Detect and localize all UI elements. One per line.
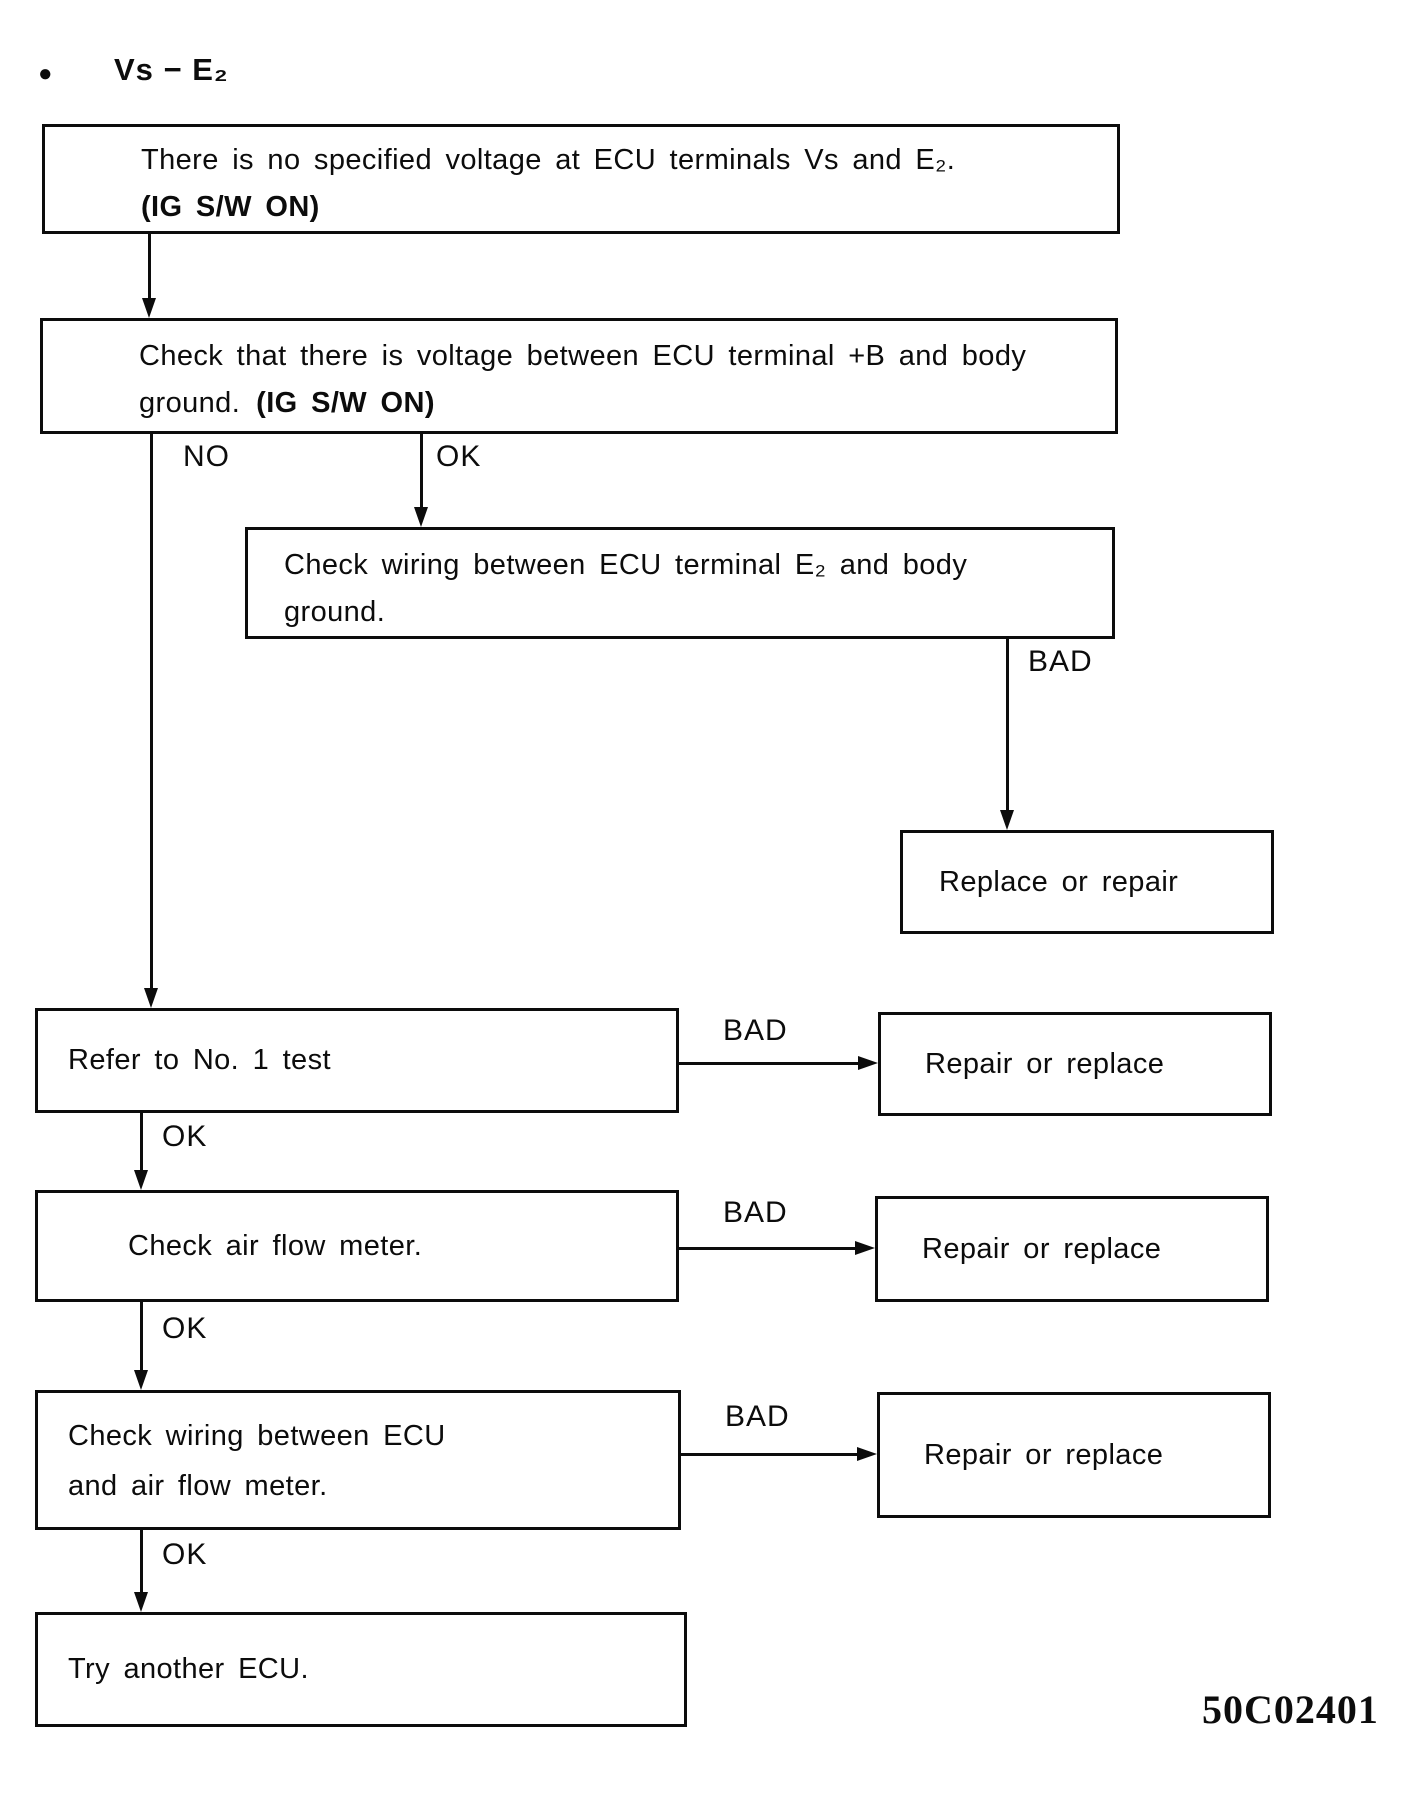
node-refer-no1-test: Refer to No. 1 test: [35, 1008, 679, 1113]
edge-ok3-line: [140, 1302, 143, 1372]
node-check-e2-wiring-line1: Check wiring between ECU terminal E₂ and…: [284, 549, 968, 581]
node-check-e2-wiring: Check wiring between ECU terminal E₂ and…: [245, 527, 1115, 639]
edge-no-head: [144, 988, 158, 1008]
edge-ok4-line: [140, 1530, 143, 1594]
edge-ok2-line: [140, 1113, 143, 1172]
edge-label-bad3: BAD: [723, 1196, 788, 1229]
node-check-afm-wiring-line2: and air flow meter.: [68, 1470, 328, 1502]
node-problem: There is no specified voltage at ECU ter…: [42, 124, 1120, 234]
page-title: Vs − E₂: [114, 52, 229, 87]
node-check-plus-b-line1: Check that there is voltage between ECU …: [139, 340, 1027, 372]
edge-label-no: NO: [183, 440, 230, 473]
edge-label-ok1: OK: [436, 440, 482, 473]
arrow-problem-to-checkb-head: [142, 298, 156, 318]
edge-label-bad2: BAD: [723, 1014, 788, 1047]
edge-ok1-line: [420, 434, 423, 509]
node-problem-line1: There is no specified voltage at ECU ter…: [141, 144, 956, 176]
node-check-plus-b-line2: ground. (IG S/W ON): [139, 380, 1097, 427]
node-repair-or-replace-2-text: Repair or replace: [922, 1232, 1162, 1265]
edge-ok4-head: [134, 1592, 148, 1612]
node-check-afm-wiring: Check wiring between ECU and air flow me…: [35, 1390, 681, 1530]
node-replace-or-repair-text: Replace or repair: [939, 865, 1179, 898]
edge-ok1-head: [414, 507, 428, 527]
edge-label-ok2: OK: [162, 1120, 208, 1153]
node-check-plus-b-line2-text: ground.: [139, 387, 241, 419]
edge-bad1-line: [1006, 639, 1009, 812]
node-check-plus-b-note: (IG S/W ON): [256, 387, 435, 419]
edge-bad1-head: [1000, 810, 1014, 830]
edge-bad4-line: [681, 1453, 859, 1456]
edge-label-ok3: OK: [162, 1312, 208, 1345]
edge-label-bad1: BAD: [1028, 645, 1093, 678]
edge-bad2-line: [679, 1062, 860, 1065]
node-try-another-ecu-text: Try another ECU.: [68, 1653, 309, 1685]
node-try-another-ecu: Try another ECU.: [35, 1612, 687, 1727]
arrow-problem-to-checkb-line: [148, 233, 151, 300]
node-repair-or-replace-1-text: Repair or replace: [925, 1047, 1165, 1080]
edge-label-bad4: BAD: [725, 1400, 790, 1433]
node-check-air-flow-meter: Check air flow meter.: [35, 1190, 679, 1302]
figure-code: 50C02401: [1202, 1687, 1379, 1732]
node-check-plus-b: Check that there is voltage between ECU …: [40, 318, 1118, 434]
node-check-afm-wiring-line1: Check wiring between ECU: [68, 1420, 446, 1452]
node-check-air-flow-meter-text: Check air flow meter.: [128, 1229, 423, 1262]
edge-ok3-head: [134, 1370, 148, 1390]
node-repair-or-replace-3-text: Repair or replace: [924, 1438, 1164, 1471]
edge-ok2-head: [134, 1170, 148, 1190]
edge-bad2-head: [858, 1056, 878, 1070]
node-refer-no1-test-text: Refer to No. 1 test: [68, 1044, 331, 1076]
node-repair-or-replace-3: Repair or replace: [877, 1392, 1271, 1518]
bullet-icon: ●: [38, 60, 53, 87]
node-check-e2-wiring-line2: ground.: [284, 596, 386, 628]
node-replace-or-repair: Replace or repair: [900, 830, 1274, 934]
node-problem-note: (IG S/W ON): [141, 191, 320, 223]
node-repair-or-replace-2: Repair or replace: [875, 1196, 1269, 1302]
edge-bad3-head: [855, 1241, 875, 1255]
edge-no-line: [150, 434, 153, 990]
node-repair-or-replace-1: Repair or replace: [878, 1012, 1272, 1116]
edge-label-ok4: OK: [162, 1538, 208, 1571]
edge-bad4-head: [857, 1447, 877, 1461]
edge-bad3-line: [679, 1247, 857, 1250]
